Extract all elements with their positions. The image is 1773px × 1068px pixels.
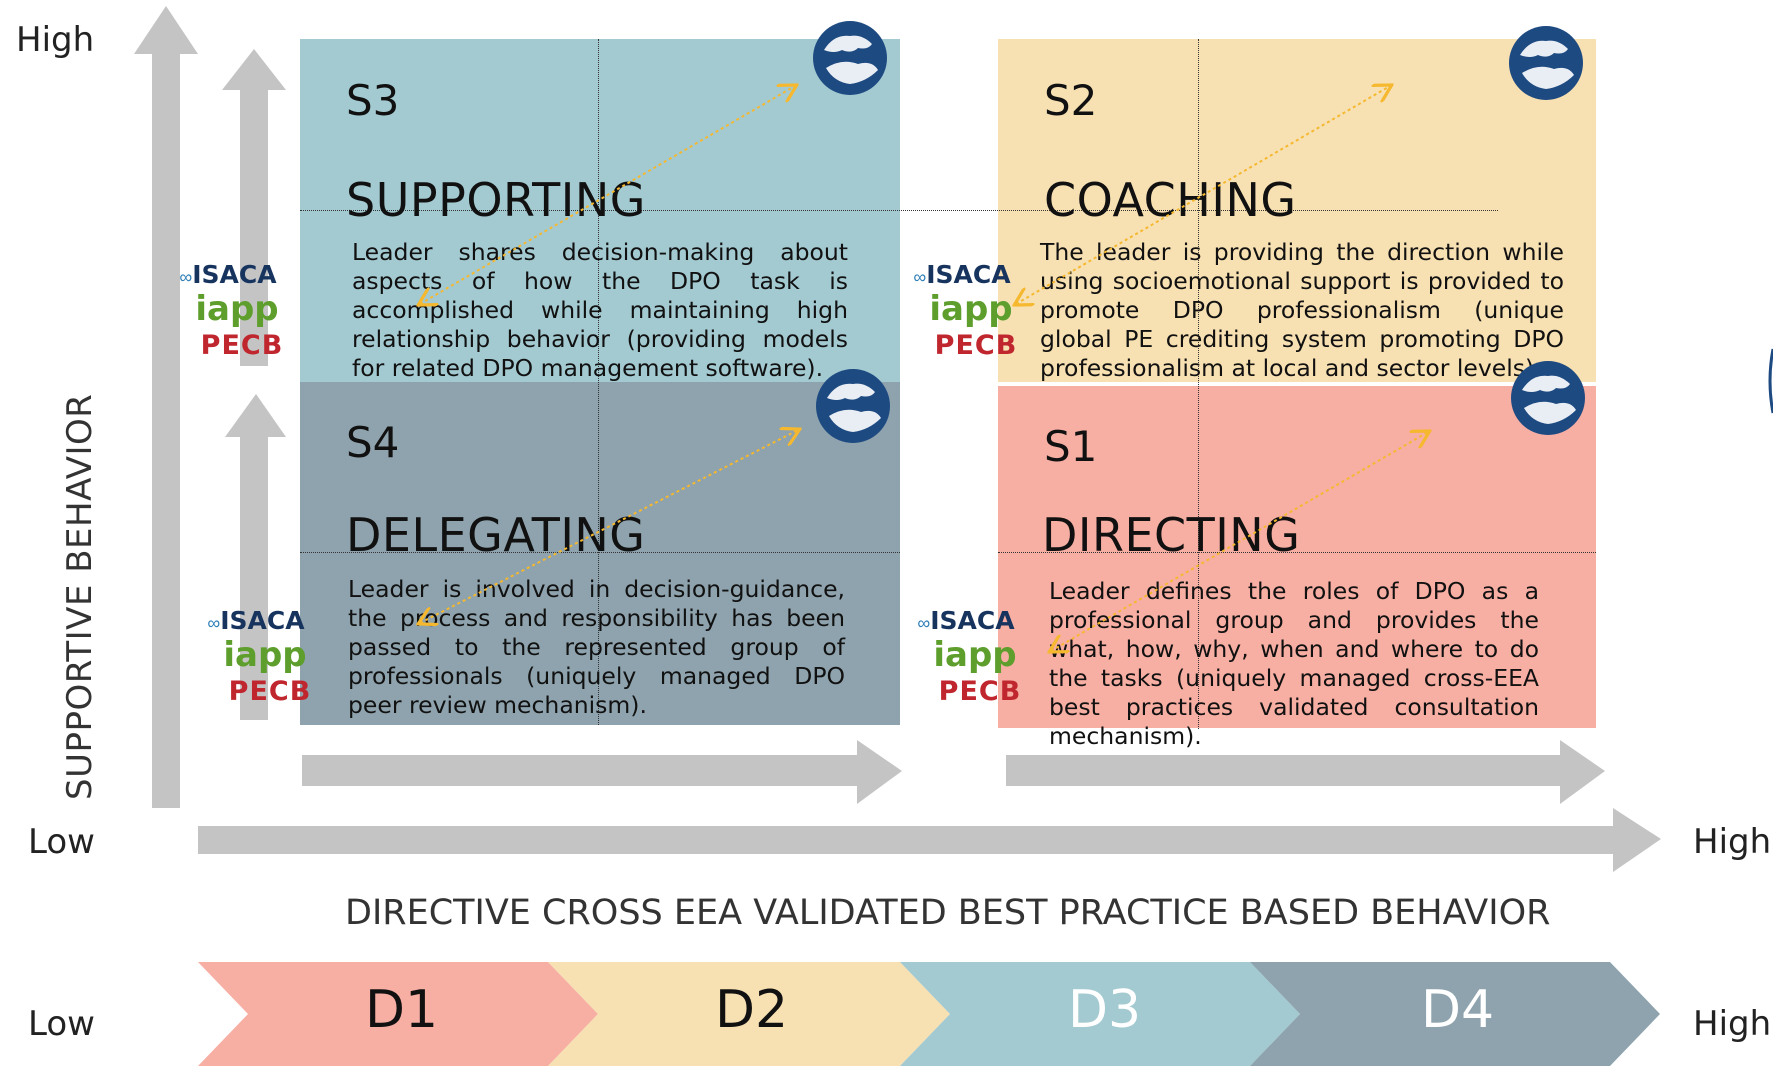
iapp-logo: iapp xyxy=(933,635,1017,675)
globe-logo-s4: adppro.org xyxy=(816,369,890,443)
logo-stack-delegating: ∞ISACA iapp PECB xyxy=(196,606,316,709)
chevron-d2 xyxy=(548,962,950,1066)
isaca-logo: ∞ISACA xyxy=(207,606,305,635)
inner-up-arrow-top xyxy=(222,49,286,366)
isaca-logo: ∞ISACA xyxy=(913,260,1011,289)
link-arrow-coaching xyxy=(1016,86,1390,304)
chevron-d4 xyxy=(1250,962,1660,1066)
logo-stack-coaching: ∞ISACA iapp PECB xyxy=(902,260,1022,363)
development-low-label: Low xyxy=(28,1004,95,1044)
globe-logo-s4-text: adppro.org xyxy=(837,403,870,410)
x-axis-high-label: High xyxy=(1693,822,1772,862)
link-arrow-delegating xyxy=(420,430,798,623)
logo-stack-directing: ∞ISACA iapp PECB xyxy=(906,606,1026,709)
globe-logo-s1: adppro.org xyxy=(1511,361,1585,435)
isaca-icon: ∞ xyxy=(913,267,927,287)
link-arrow-supporting xyxy=(420,86,795,304)
iapp-logo: iapp xyxy=(195,289,279,329)
inner-right-arrow-right xyxy=(1006,740,1605,804)
isaca-icon: ∞ xyxy=(207,613,221,633)
isaca-icon: ∞ xyxy=(179,267,193,287)
pecb-logo: PECB xyxy=(200,330,284,361)
grid-line-left-vertical xyxy=(598,39,599,725)
isaca-logo: ∞ISACA xyxy=(917,606,1015,635)
grid-line-right-vertical xyxy=(1198,39,1199,729)
link-arrow-directing xyxy=(1051,432,1428,651)
development-label-d3: D3 xyxy=(1068,980,1142,1040)
x-axis-low-label: Low xyxy=(28,822,95,862)
y-axis-high-label: High xyxy=(16,20,95,60)
logo-stack-supporting: ∞ISACA iapp PECB xyxy=(168,260,288,363)
development-label-d4: D4 xyxy=(1421,980,1495,1040)
inner-right-arrow-left xyxy=(302,740,902,804)
development-label-d2: D2 xyxy=(715,980,789,1040)
globe-logo-partial xyxy=(1768,348,1773,414)
pecb-logo: PECB xyxy=(228,676,312,707)
iapp-logo: iapp xyxy=(929,289,1013,329)
globe-logo-s2: adppro.org xyxy=(1509,26,1583,100)
development-high-label: High xyxy=(1693,1004,1772,1044)
globe-logo-s1-text: adppro.org xyxy=(1532,395,1565,402)
x-axis-title: DIRECTIVE CROSS EEA VALIDATED BEST PRACT… xyxy=(345,893,1551,933)
globe-logo-s2-text: adppro.org xyxy=(1530,60,1563,67)
y-axis-arrow xyxy=(134,6,198,808)
globe-logo-s3: adppro.org xyxy=(813,21,887,95)
globe-logo-s3-text: adppro.org xyxy=(834,55,867,62)
isaca-icon: ∞ xyxy=(917,613,931,633)
iapp-logo: iapp xyxy=(223,635,307,675)
development-label-d1: D1 xyxy=(365,980,439,1040)
pecb-logo: PECB xyxy=(938,676,1022,707)
isaca-logo: ∞ISACA xyxy=(179,260,277,289)
quadrant-code-s3: S3 xyxy=(346,76,400,125)
inner-up-arrow-bottom xyxy=(225,394,286,720)
x-axis-arrow xyxy=(198,808,1661,872)
grid-line-top-horizontal xyxy=(300,210,1498,211)
chevron-d1 xyxy=(198,962,598,1066)
pecb-logo: PECB xyxy=(934,330,1018,361)
chevron-d3 xyxy=(900,962,1300,1066)
quadrant-code-s4: S4 xyxy=(346,418,400,467)
